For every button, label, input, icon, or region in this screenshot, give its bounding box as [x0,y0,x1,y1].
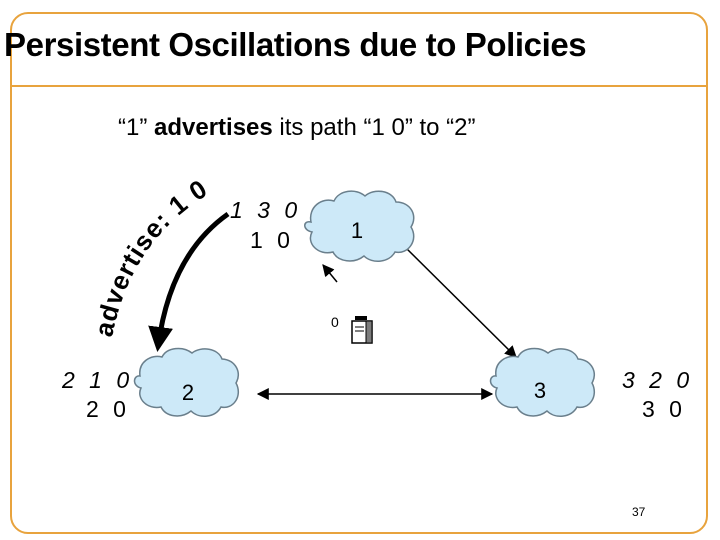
node-1-pref-2: 1 0 [250,227,294,253]
node-1-label: 1 [351,218,363,243]
link-1-3 [403,245,517,358]
node-2-cloud: 2 [133,347,240,417]
subtitle-part2: its path “1 0” to “2” [272,114,476,141]
slide-title: Persistent Oscillations due to Policies [4,26,587,63]
slide-frame [10,12,708,534]
page-number: 37 [632,505,646,519]
node-3-label: 3 [534,378,546,403]
node-2-pref-2: 2 0 [86,396,130,422]
node-0-label: 0 [331,314,339,330]
title-divider [10,85,708,87]
node-2-label: 2 [182,380,194,405]
node-2-pref-1: 2 1 0 [61,367,133,393]
subtitle-bold: advertises [154,114,273,141]
subtitle-part1: “1” [118,114,154,141]
node-3-pref-2: 3 0 [642,396,686,422]
server-icon [351,316,373,344]
node-3-cloud: 3 [489,347,596,417]
node-1-cloud: 1 [304,190,415,262]
node-1-pref-1: 1 3 0 [230,197,301,223]
node-3-pref-1: 3 2 0 [622,367,693,393]
advertise-arrow [148,211,230,352]
link-1-0 [322,264,338,283]
slide-subtitle: “1” advertises its path “1 0” to “2” [118,114,476,142]
advertise-label: advertise: 1 0 [88,173,212,339]
